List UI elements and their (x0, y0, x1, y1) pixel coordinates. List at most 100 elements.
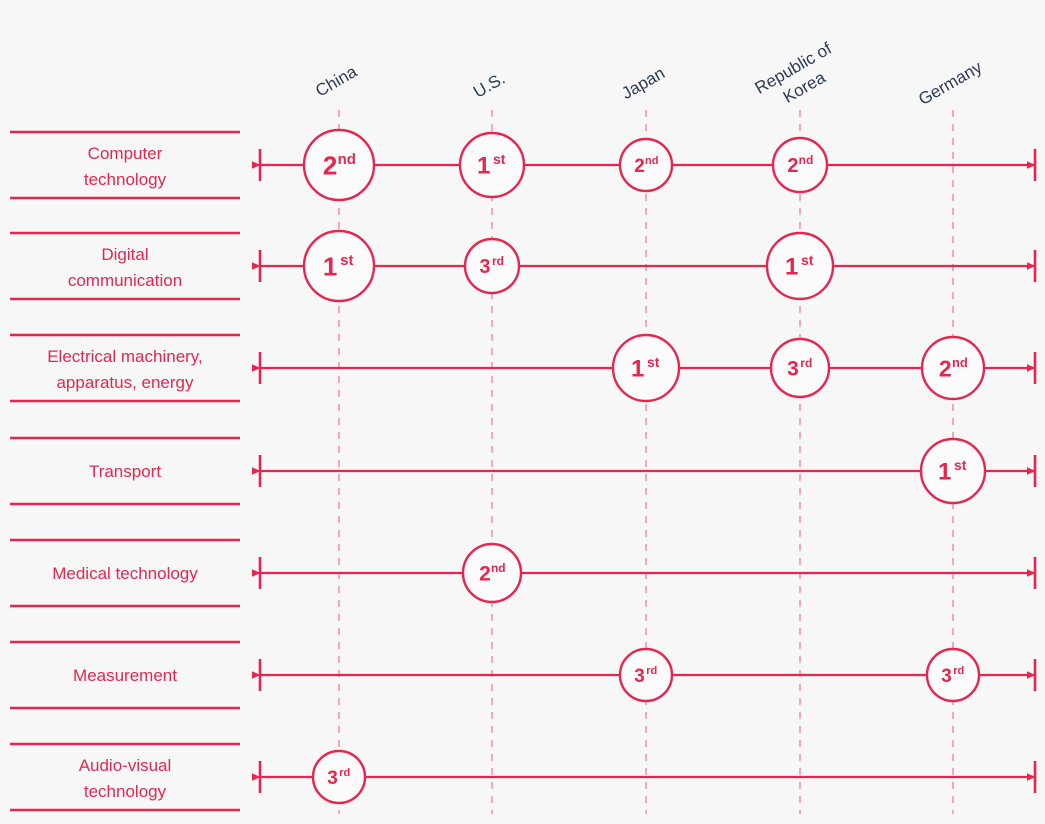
rank-node-circle[interactable] (461, 542, 523, 604)
rank-suffix: st (801, 252, 814, 268)
rank-suffix: rd (492, 254, 504, 268)
rank-suffix: nd (491, 561, 506, 575)
row-label-line1: Computer (88, 144, 163, 163)
rank-node-circle[interactable] (311, 749, 367, 805)
rank-node-circle[interactable] (765, 231, 835, 301)
rank-number: 2 (323, 150, 337, 180)
row-axis-tracks-group (252, 149, 1037, 793)
rank-suffix: rd (646, 665, 657, 677)
row-track-medical-technology (252, 557, 1037, 589)
rank-suffix: st (954, 457, 967, 473)
row-label-line2: technology (84, 170, 167, 189)
rank-suffix: st (340, 252, 353, 269)
rank-suffix: rd (953, 665, 964, 677)
column-header-germany: Germany (915, 57, 985, 109)
rank-number: 1 (938, 459, 951, 486)
rank-number: 2 (939, 355, 952, 381)
row-label-line1: Medical technology (52, 564, 198, 583)
row-label-digital-communication: Digital communication (68, 245, 182, 290)
row-label-rules-group (10, 130, 240, 812)
row-track-electrical-machinery (252, 352, 1037, 384)
row-track-computer-technology (252, 149, 1037, 181)
rank-suffix: rd (339, 767, 350, 779)
row-label-line1: Transport (89, 462, 161, 481)
column-header-japan: Japan (618, 63, 668, 103)
row-label-electrical-machinery: Electrical machinery, apparatus, energy (47, 347, 203, 392)
rank-number: 2 (787, 155, 798, 177)
row-label-line2: communication (68, 271, 182, 290)
rank-node-circle[interactable] (458, 131, 526, 199)
rank-node-circle[interactable] (611, 333, 681, 403)
rank-node-circle[interactable] (925, 647, 981, 703)
rank-suffix: st (493, 151, 506, 167)
column-header-line1: U.S. (470, 69, 508, 102)
row-label-transport: Transport (89, 462, 161, 481)
row-track-measurement (252, 659, 1037, 691)
rank-suffix: rd (800, 356, 812, 370)
row-track-digital-communication (252, 250, 1037, 282)
rank-node-circle[interactable] (302, 229, 376, 303)
column-header-u-s-: U.S. (470, 69, 508, 102)
rank-suffix: nd (952, 355, 968, 370)
row-track-transport (252, 455, 1037, 487)
row-labels-group: ComputertechnologyDigitalcommunicationEl… (47, 144, 203, 801)
rank-number: 3 (327, 768, 338, 789)
row-label-line2: technology (84, 782, 167, 801)
row-label-medical-technology: Medical technology (52, 564, 198, 583)
row-label-computer-technology: Computer technology (84, 144, 167, 189)
rank-node-circle[interactable] (618, 137, 674, 193)
rank-node-circle[interactable] (919, 437, 987, 505)
row-label-line1: Digital (101, 245, 148, 264)
row-label-line1: Electrical machinery, (47, 347, 203, 366)
rank-number: 1 (785, 254, 798, 281)
row-label-measurement: Measurement (73, 666, 177, 685)
column-header-line1: Japan (618, 63, 668, 103)
rank-suffix: nd (338, 151, 356, 168)
row-label-audio-visual: Audio-visual technology (79, 756, 172, 801)
rank-node-circle[interactable] (618, 647, 674, 703)
row-label-line1: Measurement (73, 666, 177, 685)
row-label-line1: Audio-visual (79, 756, 172, 775)
rank-node-circle[interactable] (771, 136, 829, 194)
column-header-line1: China (312, 62, 360, 101)
rank-suffix: nd (645, 155, 658, 167)
column-header-line1: Germany (915, 57, 985, 109)
rank-node-circle[interactable] (920, 335, 986, 401)
column-guide-lines-group (338, 110, 954, 814)
rank-number: 1 (323, 251, 337, 281)
rank-node-circle[interactable] (769, 337, 831, 399)
row-label-line2: apparatus, energy (56, 373, 194, 392)
rank-number: 1 (631, 356, 644, 383)
column-header-china: China (312, 62, 360, 101)
rank-number: 3 (479, 256, 490, 278)
rank-suffix: st (647, 354, 660, 370)
rank-number: 3 (787, 358, 799, 381)
rank-number: 2 (479, 563, 491, 586)
rank-node-circle[interactable] (463, 237, 521, 295)
rank-node-circle[interactable] (302, 128, 376, 202)
rank-number: 3 (941, 666, 952, 687)
rank-number: 1 (477, 153, 490, 180)
rank-number: 3 (634, 666, 645, 687)
row-track-audio-visual (252, 761, 1037, 793)
